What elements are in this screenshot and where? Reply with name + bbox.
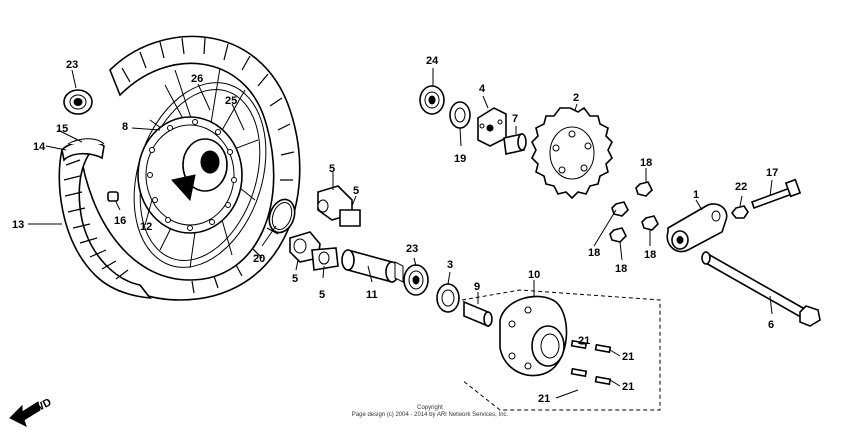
rear-axle[interactable] xyxy=(701,251,821,327)
hub-holes xyxy=(147,119,237,231)
adjuster-bolt[interactable] xyxy=(750,178,802,210)
driven-sprocket[interactable] xyxy=(531,106,613,200)
callout-5-b: 5 xyxy=(353,185,359,197)
copyright-line-2: Page design (c) 2004 - 2014 by ARI Netwo… xyxy=(351,412,509,418)
seal-top[interactable] xyxy=(449,101,471,129)
callout-1: 1 xyxy=(693,189,699,201)
callout-5-d: 5 xyxy=(319,289,325,301)
distance-collar[interactable] xyxy=(503,133,527,155)
tube-and-flap[interactable] xyxy=(61,138,105,162)
callout-21-d: 21 xyxy=(538,393,550,405)
callout-2: 2 xyxy=(573,92,579,104)
damper-plate[interactable] xyxy=(477,107,507,147)
callout-8: 8 xyxy=(122,121,128,133)
leader-lines xyxy=(28,68,773,399)
callout-16: 16 xyxy=(114,215,126,227)
callout-24: 24 xyxy=(426,55,439,67)
callout-20: 20 xyxy=(253,253,265,265)
hub-spacer[interactable] xyxy=(341,248,404,284)
wheel-assembly xyxy=(58,35,301,301)
callout-18-a: 18 xyxy=(640,157,652,169)
callout-18-d: 18 xyxy=(615,263,627,275)
callout-21-c: 21 xyxy=(622,381,634,393)
chain-adjuster[interactable] xyxy=(666,203,728,253)
copyright-notice: Copyright Page design (c) 2004 - 2014 by… xyxy=(340,405,520,419)
fwd-label: FWD xyxy=(26,396,54,418)
sprocket-flange[interactable] xyxy=(499,295,568,377)
callout-10: 10 xyxy=(528,269,540,281)
collar[interactable] xyxy=(463,300,493,328)
brake-cam-lower[interactable] xyxy=(289,231,339,271)
adjuster-nut[interactable] xyxy=(730,205,749,219)
copyright-line-1: Copyright xyxy=(417,405,443,411)
callout-12: 12 xyxy=(140,221,152,233)
brake-cam-upper[interactable] xyxy=(317,185,361,227)
tread-pattern xyxy=(63,37,295,294)
callout-14: 14 xyxy=(33,141,46,153)
bearing-top[interactable] xyxy=(419,85,445,115)
valve[interactable] xyxy=(107,191,119,202)
callout-17: 17 xyxy=(766,167,778,179)
bearing-left[interactable] xyxy=(63,89,93,115)
callout-6: 6 xyxy=(768,319,774,331)
callout-3: 3 xyxy=(447,259,453,271)
callout-23-center: 23 xyxy=(406,243,418,255)
fwd-arrow: FWD xyxy=(9,396,54,427)
callout-15: 15 xyxy=(56,123,68,135)
callout-9: 9 xyxy=(474,281,480,293)
tire-tread-left xyxy=(58,149,152,299)
bearing-center[interactable] xyxy=(403,264,429,296)
callout-4: 4 xyxy=(479,83,486,95)
callout-7: 7 xyxy=(512,113,518,125)
callout-19: 19 xyxy=(454,153,466,165)
callout-13: 13 xyxy=(12,219,24,231)
callout-25: 25 xyxy=(225,95,237,107)
callout-22: 22 xyxy=(735,181,747,193)
callout-21-b: 21 xyxy=(622,351,634,363)
callout-18-c: 18 xyxy=(644,249,656,261)
studs[interactable] xyxy=(570,339,612,386)
callout-18-b: 18 xyxy=(588,247,600,259)
callout-11: 11 xyxy=(366,289,378,301)
callouts: 23 15 14 13 16 12 8 26 25 20 5 5 5 5 11 … xyxy=(12,55,778,405)
callout-23-left: 23 xyxy=(66,59,78,71)
sprocket-nuts[interactable] xyxy=(609,181,659,243)
callout-21-a: 21 xyxy=(578,335,590,347)
callout-5-c: 5 xyxy=(292,273,298,285)
callout-26: 26 xyxy=(191,73,203,85)
callout-5-a: 5 xyxy=(329,163,335,175)
oil-seal[interactable] xyxy=(436,283,460,313)
